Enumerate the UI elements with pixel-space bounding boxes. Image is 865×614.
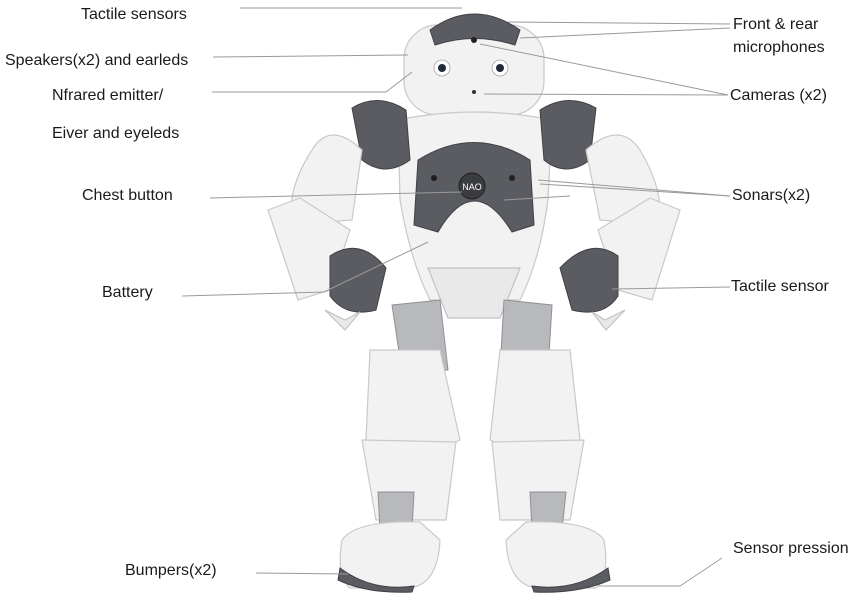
label-front-rear-mic-1: Front & rear: [733, 16, 819, 33]
right-sonar: [509, 175, 515, 181]
leader-lines: [181, 7, 731, 587]
label-cameras: Cameras (x2): [730, 87, 827, 104]
robot-left-leg: [337, 349, 461, 593]
line-battery: [181, 291, 325, 297]
label-chest-button: Chest button: [82, 187, 173, 204]
robot-torso: NAO: [397, 111, 553, 319]
line-speakers: [212, 54, 409, 58]
label-nfrared: Nfrared emitter/: [52, 87, 164, 104]
line-chest-button: [209, 191, 463, 199]
chest-logo: NAO: [462, 182, 482, 192]
label-battery: Battery: [102, 284, 153, 301]
line-camera-2: [483, 93, 729, 96]
line-rear-mic: [519, 27, 731, 39]
front-microphone: [471, 37, 477, 43]
label-bumpers: Bumpers(x2): [125, 562, 217, 579]
label-sonars: Sonars(x2): [732, 187, 811, 204]
robot-left-arm: [267, 100, 411, 331]
left-hand-tactile: [329, 247, 387, 313]
line-bumpers: [255, 572, 349, 575]
left-shoulder: [351, 100, 411, 170]
left-eye-camera: [438, 64, 446, 72]
left-bumper: [337, 567, 415, 593]
line-front-mic: [507, 21, 731, 25]
robot-right-leg: [489, 349, 611, 593]
label-eiver: Eiver and eyeleds: [52, 125, 180, 142]
line-camera-1: [479, 43, 729, 96]
robot-head: [403, 13, 545, 129]
label-sensor-pression: Sensor pression: [733, 540, 849, 557]
line-sonar-1: [537, 179, 731, 197]
right-hand-tactile: [559, 247, 619, 313]
label-front-rear-mic-2: microphones: [733, 39, 825, 56]
line-sonar-2: [503, 195, 571, 201]
label-tactile-sensors: Tactile sensors: [81, 6, 187, 23]
head-tactile-top: [429, 13, 521, 46]
mouth-camera: [472, 90, 476, 94]
left-sonar: [431, 175, 437, 181]
label-tactile-sensor: Tactile sensor: [731, 278, 829, 295]
label-speakers: Speakers(x2) and earleds: [5, 52, 189, 69]
right-eye-camera: [496, 64, 504, 72]
robot-right-arm: [539, 100, 681, 331]
right-bumper: [531, 567, 611, 593]
line-tactile-sensor: [611, 286, 731, 290]
pelvis: [427, 267, 521, 319]
